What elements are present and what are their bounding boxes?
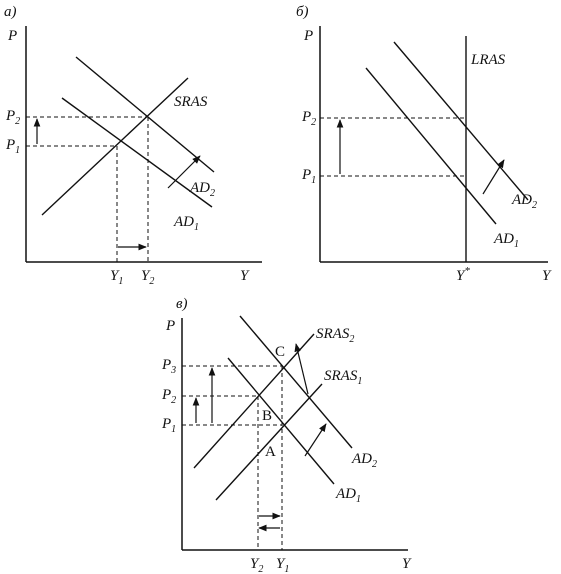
panel-a-y-label: Y <box>240 268 250 284</box>
panel-a-ad1-curve <box>61 97 213 208</box>
panel-a-ad2-label: AD2 <box>189 180 215 199</box>
panel-a-sras-label: SRAS <box>174 94 208 110</box>
panel-a-shift-arrow <box>167 155 201 189</box>
panel-b-p-label: P <box>303 28 313 44</box>
panel-b-p1-label: P1 <box>301 167 316 186</box>
panel-b-ad2-curve <box>393 41 529 201</box>
panel-b-y-label: Y <box>542 268 552 284</box>
panel-c: в) P Y P3 P2 P1 Y2 Y1 SRAS2 SRAS1 AD2 AD… <box>161 296 412 574</box>
panel-c-y2-label: Y2 <box>250 556 263 574</box>
panel-a-p2-label: P2 <box>5 108 20 127</box>
panel-c-ad1-label: AD1 <box>335 486 361 505</box>
panel-c-point-a: A <box>265 444 276 460</box>
panel-b-ad1-curve <box>365 67 497 225</box>
panel-c-p2-label: P2 <box>161 387 176 406</box>
panel-a-ad2-curve <box>75 56 215 173</box>
panel-c-ad1-curve <box>227 357 335 485</box>
panel-a-y1-label: Y1 <box>110 268 123 287</box>
panel-a-y2-label: Y2 <box>141 268 154 287</box>
panel-c-ad-shift-arrow <box>304 423 327 457</box>
panel-c-sras2-label: SRAS2 <box>316 326 354 345</box>
panel-c-y-label: Y <box>402 556 412 572</box>
panel-b-ad1-label: AD1 <box>493 231 519 250</box>
panel-c-p-label: P <box>165 318 175 334</box>
panel-c-p1-label: P1 <box>161 416 176 435</box>
panel-a-tag: а) <box>4 4 17 20</box>
panel-c-sras2-curve <box>193 333 315 469</box>
panel-b-ystar-label: Y* <box>456 265 470 284</box>
panel-c-point-c: C <box>275 344 285 360</box>
panel-b-ad2-label: AD2 <box>511 192 537 211</box>
panel-c-tag: в) <box>176 296 188 312</box>
panel-c-point-b: B <box>262 408 272 424</box>
panel-c-sras-shift-arrow <box>294 343 309 395</box>
panel-a: а) P Y P2 P1 Y1 Y2 SRAS AD2 AD1 <box>4 4 262 287</box>
panel-b: б) P Y P2 P1 Y* LRAS AD2 AD1 <box>296 4 552 284</box>
panel-b-shift-arrow <box>482 159 505 195</box>
panel-a-sras-curve <box>41 77 189 216</box>
panel-c-sras1-curve <box>215 383 323 501</box>
panel-c-p3-label: P3 <box>161 357 176 376</box>
panel-a-p1-label: P1 <box>5 137 20 156</box>
panel-b-lras-label: LRAS <box>470 52 506 68</box>
panel-b-tag: б) <box>296 4 309 20</box>
panel-c-y1-label: Y1 <box>276 556 289 574</box>
panel-c-ad2-curve <box>239 315 353 449</box>
panel-a-p-label: P <box>7 28 17 44</box>
panel-c-ad2-label: AD2 <box>351 451 377 470</box>
panel-a-ad1-label: AD1 <box>173 214 199 233</box>
panel-c-sras1-label: SRAS1 <box>324 368 362 387</box>
panel-b-p2-label: P2 <box>301 109 316 128</box>
